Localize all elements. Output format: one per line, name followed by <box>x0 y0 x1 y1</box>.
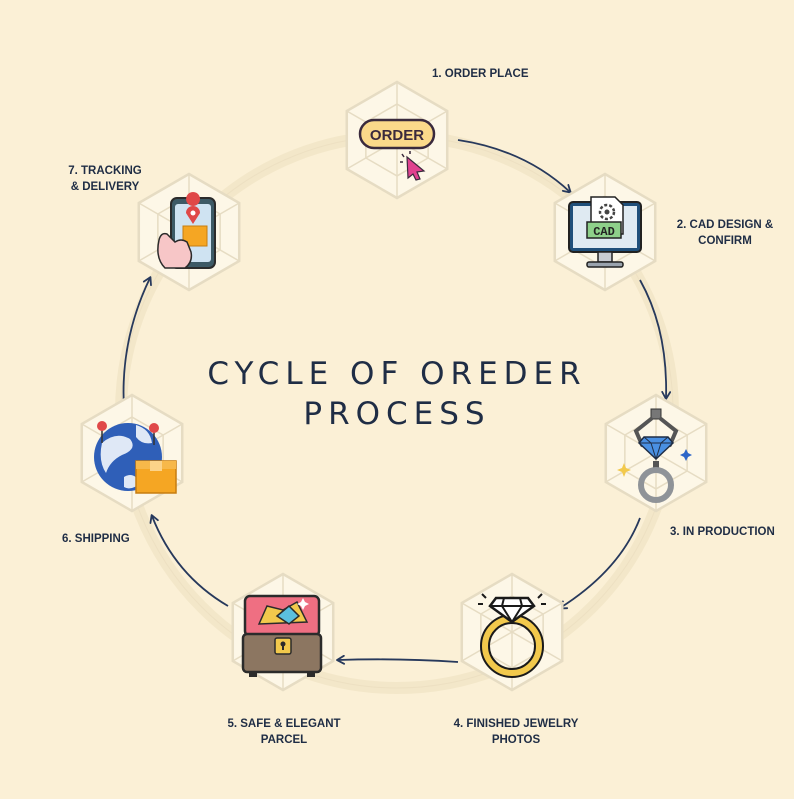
phone-tracking-icon <box>157 192 216 269</box>
cad-badge-text: CAD <box>593 225 615 239</box>
step-5-node <box>231 572 335 692</box>
jewelry-chest-icon <box>241 594 323 677</box>
diamond-claw-ring-icon <box>617 408 692 503</box>
step-2-label: 2. CAD DESIGN & CONFIRM <box>676 219 774 247</box>
cad-monitor-icon: CAD <box>568 196 642 268</box>
step-2-node: CAD <box>553 172 657 292</box>
arrow-2-to-3 <box>639 279 672 400</box>
globe-package-icon <box>94 421 177 494</box>
diamond-ring-icon <box>478 593 546 678</box>
step-4-node <box>460 572 564 692</box>
hexagon-spoke <box>461 602 513 633</box>
arrow-4-to-5 <box>336 654 459 665</box>
arrow-5-to-6 <box>149 514 229 607</box>
order-badge-text: ORDER <box>370 127 424 144</box>
step-5-label: 5. SAFE & ELEGANT PARCEL <box>227 718 341 746</box>
arrow-6-to-7 <box>122 276 152 409</box>
arrow-3-to-4 <box>558 517 641 610</box>
step-3-node <box>604 393 708 513</box>
step-4-label: 4. FINISHED JEWELRY PHOTOS <box>453 718 579 746</box>
hexagon-spoke <box>655 452 707 483</box>
hexagon-spoke <box>511 602 563 633</box>
step-1-node: ORDER <box>345 80 449 200</box>
step-1-label: 1. ORDER PLACE <box>432 68 529 80</box>
arrow-1-to-2 <box>457 139 572 194</box>
step-7-label: 7. TRACKING & DELIVERY <box>68 165 142 193</box>
step-7-node <box>137 172 241 292</box>
step-3-label: 3. IN PRODUCTION <box>670 526 775 538</box>
diagram-title-line-2: PROCESS <box>303 396 491 432</box>
hexagon-spoke <box>605 452 657 483</box>
order-click-icon: ORDER <box>358 118 436 181</box>
step-6-label: 6. SHIPPING <box>62 533 130 545</box>
diagram-title-line-1: CYCLE OF OREDER <box>207 356 587 392</box>
step-6-node <box>80 393 184 513</box>
